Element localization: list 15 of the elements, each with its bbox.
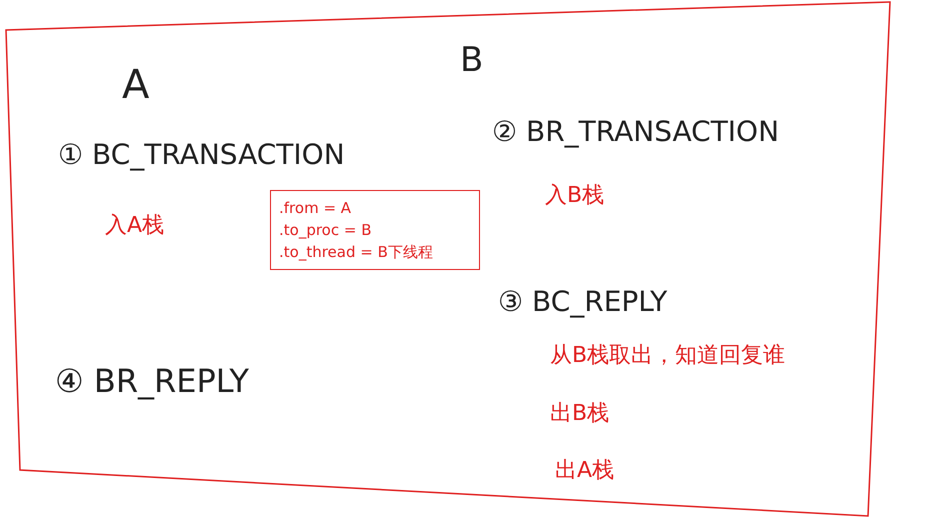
message-label: ① BC_TRANSACTION <box>58 138 345 171</box>
note-box <box>270 190 480 270</box>
field-text: .to_proc = B <box>279 220 373 241</box>
field-text: .to_thread = B下线程 <box>279 242 434 263</box>
note-text: 出B栈 <box>550 400 610 428</box>
note-text: 出A栈 <box>555 457 614 485</box>
note-text: 从B栈取出，知道回复谁 <box>550 342 786 370</box>
letter-label: B <box>460 40 484 80</box>
letter-label: A <box>122 62 150 108</box>
message-label: ④ BR_REPLY <box>55 362 249 400</box>
note-text: 入B栈 <box>545 182 604 210</box>
message-label: ③ BC_REPLY <box>498 285 668 318</box>
message-label: ② BR_TRANSACTION <box>492 115 780 148</box>
field-text: .from = A <box>279 198 352 219</box>
note-text: 入A栈 <box>105 212 164 240</box>
